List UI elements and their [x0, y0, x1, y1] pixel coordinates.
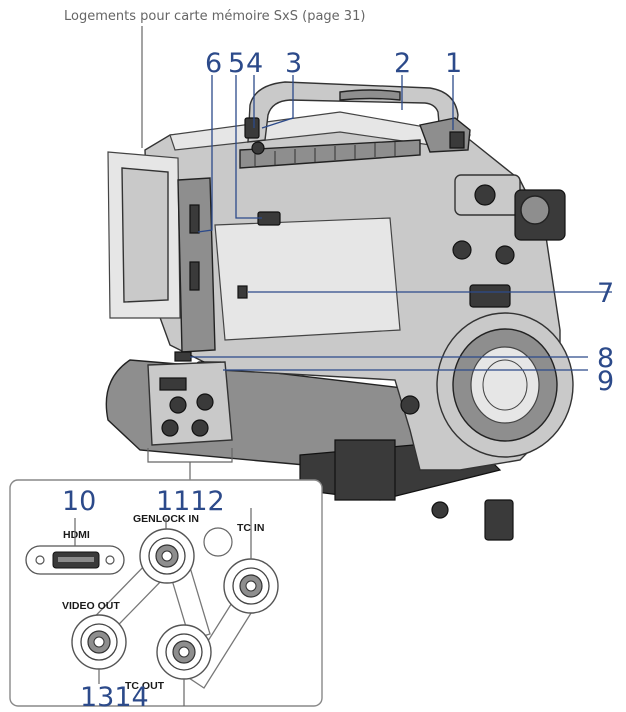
carrying-handle — [247, 81, 459, 143]
front-mount — [469, 284, 511, 308]
tc-out-connector — [156, 624, 212, 680]
callout-2: 2 — [394, 48, 411, 79]
callout-leaders — [190, 75, 612, 371]
side-panel-latch — [237, 285, 248, 299]
connector-panel-body — [147, 361, 233, 446]
connector-detail-panel: HDMI GENLOCK IN TC IN VIDEO OUT TC OUT 1… — [9, 479, 323, 712]
body-bnc-2 — [196, 393, 214, 411]
callout-11-12: 1112 — [156, 486, 225, 517]
label-video-out: VIDEO OUT — [62, 600, 120, 612]
shoulder-bottom — [334, 439, 396, 501]
hdmi-connector — [25, 545, 125, 575]
callout-4: 4 — [246, 48, 263, 79]
lower-connector — [431, 501, 449, 519]
side-panel-door — [214, 217, 401, 341]
callout-6: 6 — [205, 48, 222, 79]
label-tc-out: TC OUT — [125, 680, 165, 692]
viewfinder-knob — [474, 184, 496, 206]
top-control-button — [244, 117, 260, 139]
front-connector-3 — [400, 395, 420, 415]
lens — [436, 312, 574, 458]
lower-front-bracket — [484, 499, 514, 541]
tc-in-connector — [203, 527, 279, 614]
body-bnc-4 — [191, 419, 209, 437]
label-hdmi: HDMI — [63, 529, 90, 541]
handle-grip — [339, 89, 401, 101]
viewfinder-eyepiece — [520, 195, 550, 225]
body-bnc-1 — [169, 396, 187, 414]
camcorder-illustration — [105, 81, 574, 541]
card-slot-a — [189, 204, 200, 234]
callout-7: 7 — [597, 278, 614, 309]
body-bnc-3 — [161, 419, 179, 437]
callout-13-14: 1314 — [80, 682, 149, 712]
callout-9: 9 — [597, 366, 614, 397]
button-8 — [174, 351, 192, 362]
front-connector-1 — [452, 240, 472, 260]
leader-6 — [197, 75, 213, 233]
handle-connector — [449, 131, 465, 149]
top-control-dial — [251, 141, 265, 155]
callout-10: 10 — [62, 486, 96, 517]
callout-3: 3 — [285, 48, 302, 79]
leader-5 — [235, 75, 262, 219]
card-slot-b — [189, 261, 200, 291]
callout-5: 5 — [228, 48, 245, 79]
callout-1: 1 — [445, 48, 462, 79]
lens-glass — [470, 346, 540, 424]
genlock-in-connector — [139, 528, 195, 584]
caption-memory-card-slots: Logements pour carte mémoire SxS (page 3… — [64, 9, 365, 24]
body-hdmi-port — [159, 377, 187, 391]
video-out-connector — [71, 614, 127, 670]
leader-3 — [261, 75, 294, 129]
callout-8: 8 — [597, 343, 614, 374]
memory-card-door-inner — [121, 167, 169, 303]
viewfinder — [454, 174, 566, 241]
front-connector-2 — [495, 245, 515, 265]
top-vent-grille — [239, 139, 421, 169]
